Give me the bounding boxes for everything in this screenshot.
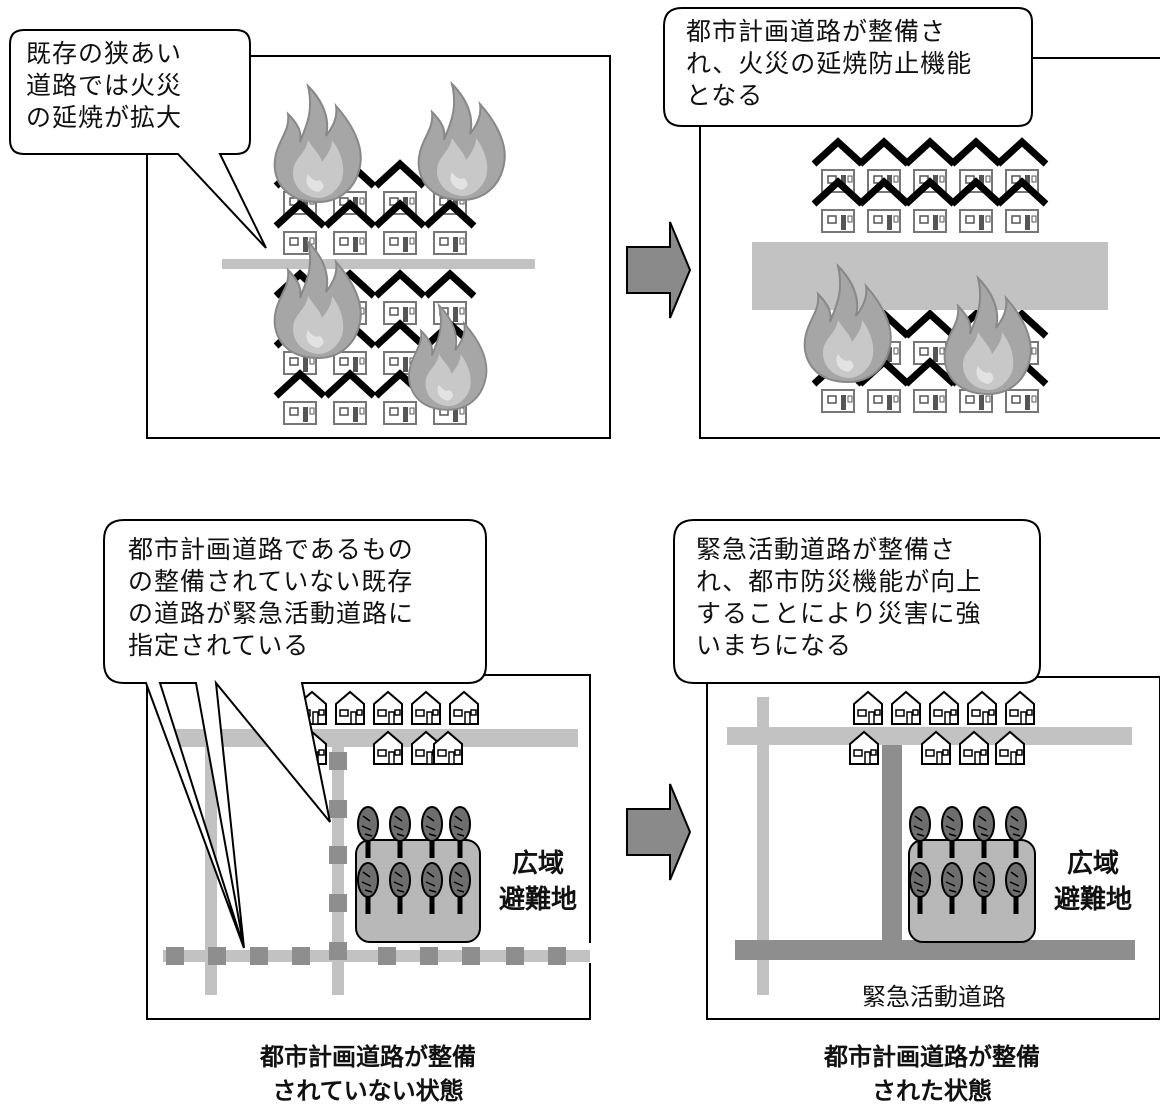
road-segment-marker [329,846,347,864]
callout-line: 都市計画道路であるもの [128,535,414,564]
evacuation-area [908,839,1036,943]
callout-text-bottom-left: 都市計画道路であるもの の整備されていない既存 の道路が緊急活動道路に 指定され… [128,534,414,662]
callout-bubble-bottom-right [673,519,1041,684]
park-label-bottom-right: 広域 避難地 [1038,846,1148,918]
park-label-line: 広域 [511,849,564,879]
road-segment-marker [292,947,310,965]
road-segment-marker [548,947,566,965]
road-segment-marker [329,752,347,770]
caption-bottom-left: 都市計画道路が整備 されていない状態 [228,1040,508,1108]
panel-top-right [699,57,1160,439]
arrow-right-icon [626,783,692,881]
road [727,727,1132,745]
road-segment-marker [420,947,438,965]
park-label-bottom-left: 広域 避難地 [488,846,588,918]
callout-line: 指定されている [128,631,310,660]
caption-bottom-right: 都市計画道路が整備 された状態 [792,1040,1072,1108]
emergency-road-label: 緊急活動道路 [862,983,1006,1011]
callout-line: れ、火災の延焼防止機能 [686,49,973,78]
evacuation-area [355,839,481,943]
park-label-line: 避難地 [498,885,577,915]
emergency-road-designated [166,752,566,965]
callout-line: の延焼が拡大 [26,103,183,132]
callout-text-top-right: 都市計画道路が整備さ れ、火災の延焼防止機能 となる [686,16,972,112]
road-segment-marker [208,947,226,965]
road-segment-marker [250,947,268,965]
callout-line: となる [686,81,764,110]
road [757,697,769,995]
panel-bottom-right [706,676,1160,1020]
park-label-line: 広域 [1066,849,1119,879]
callout-line: することにより災害に強 [696,599,982,628]
emergency-road [882,745,902,952]
callout-line: れ、都市防災機能が向上 [696,567,983,596]
road [163,950,590,962]
caption-line: 都市計画道路が整備 [260,1043,476,1071]
narrow-road [222,259,535,269]
callout-line: いまちになる [696,631,853,660]
callout-text-top-left: 既存の狭あい 道路では火災 の延焼が拡大 [26,38,182,134]
caption-line: された状態 [872,1077,992,1105]
callout-line: 都市計画道路が整備さ [686,17,947,46]
callout-line: 緊急活動道路が整備さ [696,535,957,564]
road-segment-marker [506,947,524,965]
emergency-road [735,940,1135,960]
road-segment-marker [378,947,396,965]
road-segment-marker [329,942,347,960]
callout-line: 道路では火災 [26,71,183,100]
caption-line: 都市計画道路が整備 [824,1043,1040,1071]
callout-bubble-top-right [663,7,1033,127]
callout-bubble-top-left [9,29,267,249]
callout-bubble-bottom-left [103,519,487,949]
callout-line: の道路が緊急活動道路に [128,599,415,628]
planned-city-road [752,242,1108,310]
road [205,747,217,995]
road-segment-marker [329,894,347,912]
caption-line: されていない状態 [272,1077,464,1105]
arrow-right-icon [626,221,692,319]
callout-text-bottom-right: 緊急活動道路が整備さ れ、都市防災機能が向上 することにより災害に強 いまちにな… [696,534,982,662]
callout-line: の整備されていない既存 [128,567,414,596]
road-segment-marker [462,947,480,965]
road-segment-marker [166,947,184,965]
road-segment-marker [329,800,347,818]
park-label-line: 避難地 [1053,885,1132,915]
callout-line: 既存の狭あい [26,39,183,68]
